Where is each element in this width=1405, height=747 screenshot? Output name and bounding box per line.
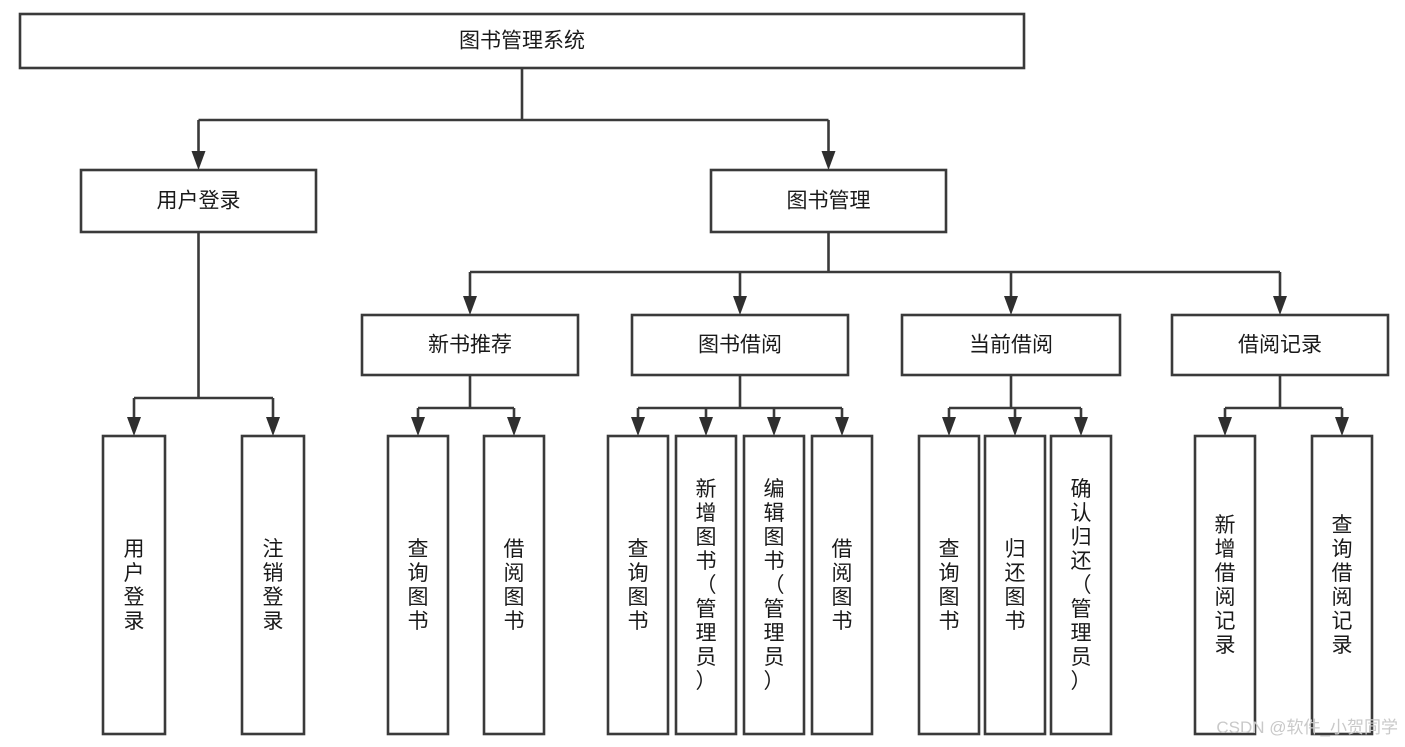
node-book-borrow-box [630,313,850,377]
arrow-head-icon [191,151,206,170]
node-leaf-borrow-book-2-label: 借阅图书 [832,538,853,633]
arrow-head-icon [699,417,713,436]
arrow-head-icon [631,417,645,436]
arrow-head-icon [1074,417,1088,436]
node-leaf-logout-label: 注销登录 [263,538,284,633]
node-root-图书管理系统-box [18,12,1026,70]
node-leaf-query-book-2-label: 查询图书 [628,538,649,633]
arrow-head-icon [1218,417,1232,436]
arrow-head-icon [1273,296,1287,315]
node-leaf-borrow-book-1[interactable]: 借阅图书 [482,434,546,736]
node-leaf-borrow-book-2-box [810,434,874,736]
node-leaf-query-book-1[interactable]: 查询图书 [386,434,450,736]
node-user-login[interactable]: 用户登录 [79,168,318,234]
node-leaf-borrow-book-1-box [482,434,546,736]
node-leaf-edit-book-label: 编辑图书（管理员） [764,478,785,693]
node-leaf-query-record[interactable]: 查询借阅记录 [1310,434,1374,736]
node-leaf-add-record-box [1193,434,1257,736]
node-leaf-query-book-2-box [606,434,670,736]
node-leaf-query-record-box [1310,434,1374,736]
node-leaf-logout[interactable]: 注销登录 [240,434,306,736]
node-leaf-return-book[interactable]: 归还图书 [983,434,1047,736]
arrow-head-icon [507,417,521,436]
arrow-head-icon [127,417,141,436]
node-current-borrow[interactable]: 当前借阅 [900,313,1122,377]
node-leaf-add-book-box [674,434,738,736]
node-leaf-return-book-label: 归还图书 [1005,538,1026,633]
node-leaf-user-login[interactable]: 用户登录 [101,434,167,736]
node-leaf-logout-box [240,434,306,736]
arrow-head-icon [821,151,836,170]
node-leaf-edit-book[interactable]: 编辑图书（管理员） [742,434,806,736]
node-borrow-record-box [1170,313,1390,377]
node-user-login-box [79,168,318,234]
node-book-borrow[interactable]: 图书借阅 [630,313,850,377]
node-current-borrow-box [900,313,1122,377]
node-layer: 图书管理系统用户登录图书管理新书推荐图书借阅当前借阅借阅记录用户登录注销登录查询… [18,12,1390,736]
node-new-book-rec-label: 新书推荐 [428,334,512,357]
node-leaf-borrow-book-2[interactable]: 借阅图书 [810,434,874,736]
node-book-borrow-label: 图书借阅 [698,334,782,357]
node-leaf-confirm-return-label: 确认归还（管理员） [1071,478,1092,693]
arrow-head-icon [1004,296,1018,315]
node-new-book-rec-box [360,313,580,377]
node-leaf-user-login-box [101,434,167,736]
node-leaf-query-book-3-box [917,434,981,736]
node-new-book-rec[interactable]: 新书推荐 [360,313,580,377]
node-leaf-query-book-2[interactable]: 查询图书 [606,434,670,736]
connector-layer [127,68,1349,436]
node-leaf-confirm-return-box [1049,434,1113,736]
node-root-图书管理系统[interactable]: 图书管理系统 [18,12,1026,70]
node-borrow-record-label: 借阅记录 [1238,334,1322,357]
node-leaf-borrow-book-1-label: 借阅图书 [504,538,525,633]
node-book-manage[interactable]: 图书管理 [709,168,948,234]
node-current-borrow-label: 当前借阅 [969,334,1053,357]
node-leaf-add-record[interactable]: 新增借阅记录 [1193,434,1257,736]
node-book-manage-label: 图书管理 [787,190,871,213]
arrow-head-icon [767,417,781,436]
node-leaf-confirm-return[interactable]: 确认归还（管理员） [1049,434,1113,736]
node-leaf-query-book-1-box [386,434,450,736]
arrow-head-icon [942,417,956,436]
node-leaf-add-book-label: 新增图书（管理员） [696,478,717,693]
node-leaf-query-book-1-label: 查询图书 [408,538,429,633]
node-leaf-return-book-box [983,434,1047,736]
node-borrow-record[interactable]: 借阅记录 [1170,313,1390,377]
arrow-head-icon [1008,417,1022,436]
node-root-图书管理系统-label: 图书管理系统 [459,30,585,53]
node-leaf-add-record-label: 新增借阅记录 [1215,514,1236,657]
arrow-head-icon [835,417,849,436]
node-leaf-query-book-3-label: 查询图书 [939,538,960,633]
node-leaf-user-login-label: 用户登录 [124,538,145,633]
arrow-head-icon [266,417,280,436]
arrow-head-icon [411,417,425,436]
node-user-login-label: 用户登录 [157,190,241,213]
node-leaf-query-record-label: 查询借阅记录 [1332,514,1353,657]
node-leaf-query-book-3[interactable]: 查询图书 [917,434,981,736]
arrow-head-icon [463,296,477,315]
arrow-head-icon [733,296,747,315]
node-leaf-edit-book-box [742,434,806,736]
node-book-manage-box [709,168,948,234]
csdn-watermark: CSDN @软件_小贺同学 [1216,718,1398,737]
node-leaf-add-book[interactable]: 新增图书（管理员） [674,434,738,736]
arrow-head-icon [1335,417,1349,436]
